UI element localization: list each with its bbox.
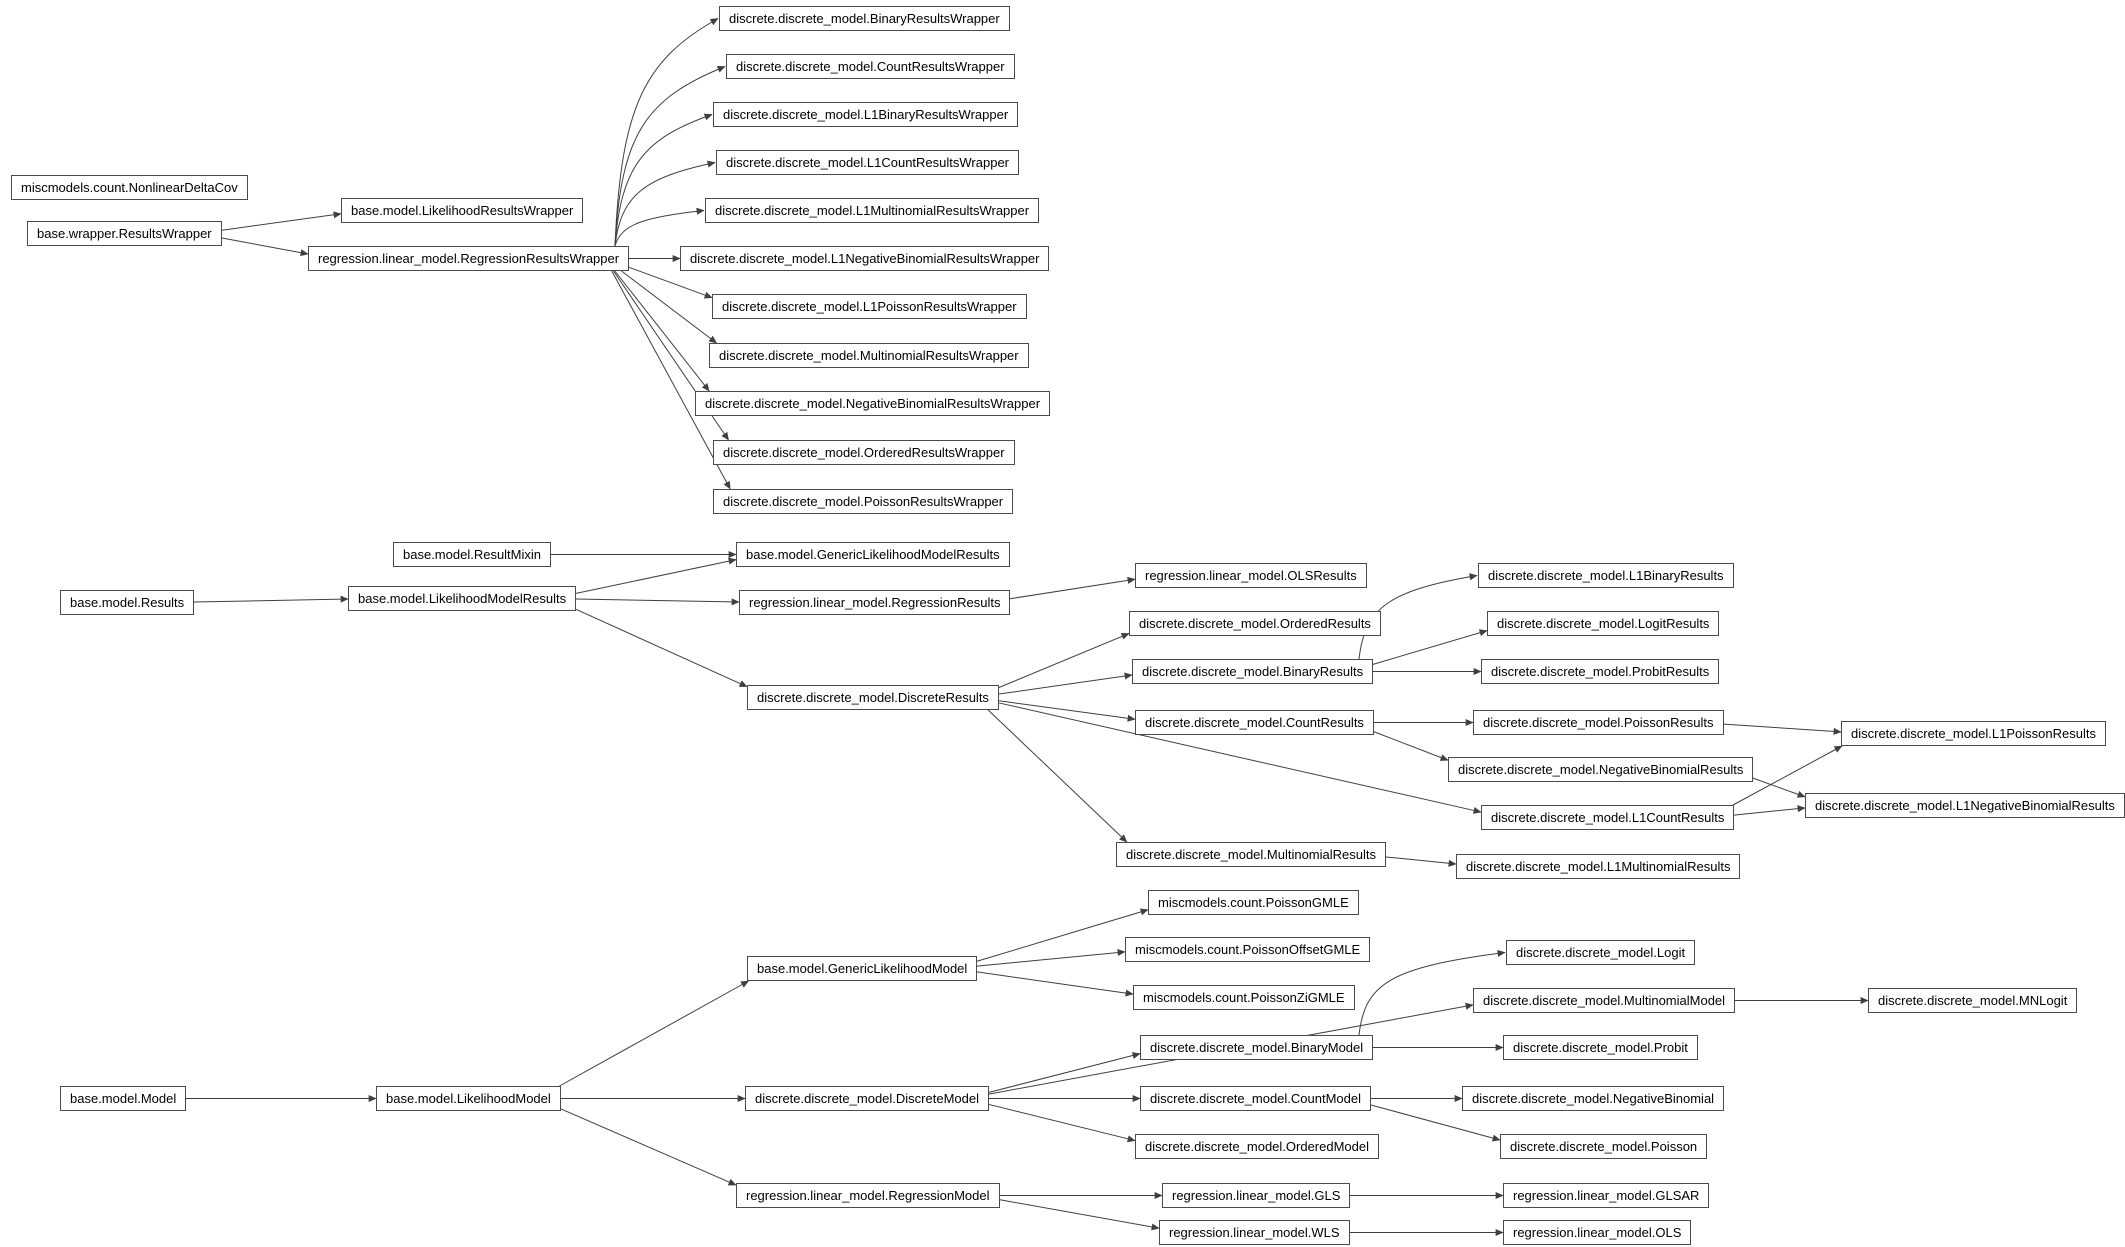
edge-regression-results-wrapper--l1-poisson-results-wrapper [628,266,713,299]
node-multinomial-results[interactable]: discrete.discrete_model.MultinomialResul… [1116,842,1386,867]
edge-discrete-model--binary-model [988,1052,1141,1093]
edge-count-results--negative-binomial-results [1373,731,1449,761]
node-results-wrapper[interactable]: base.wrapper.ResultsWrapper [27,221,222,246]
node-generic-likelihood-model-results[interactable]: base.model.GenericLikelihoodModelResults [736,542,1010,567]
node-count-model[interactable]: discrete.discrete_model.CountModel [1140,1086,1371,1111]
node-l1-binary-results[interactable]: discrete.discrete_model.L1BinaryResults [1478,563,1734,588]
node-l1-poisson-results-wrapper[interactable]: discrete.discrete_model.L1PoissonResults… [712,294,1027,319]
edge-generic-likelihood-model--poisson-gmle [976,908,1149,962]
node-negative-binomial[interactable]: discrete.discrete_model.NegativeBinomial [1462,1086,1725,1111]
edge-discrete-model--ordered-model [988,1103,1136,1143]
node-likelihood-model-results[interactable]: base.model.LikelihoodModelResults [348,586,577,611]
node-poisson-results-wrapper[interactable]: discrete.discrete_model.PoissonResultsWr… [713,489,1014,514]
edge-results-wrapper--regression-results-wrapper [221,237,309,257]
edge-generic-likelihood-model--poisson-offset-gmle [976,949,1126,967]
edge-regression-results--ols-results [1009,576,1136,600]
edge-regression-results-wrapper--l1-count-results-wrapper [614,160,716,247]
node-regression-results[interactable]: regression.linear_model.RegressionResult… [739,590,1011,615]
node-ordered-model[interactable]: discrete.discrete_model.OrderedModel [1135,1134,1379,1159]
node-l1-count-results[interactable]: discrete.discrete_model.L1CountResults [1481,805,1735,830]
edge-likelihood-model-results--generic-likelihood-model-results [575,557,737,594]
node-results[interactable]: base.model.Results [60,590,195,615]
node-binary-results[interactable]: discrete.discrete_model.BinaryResults [1132,659,1374,684]
edge-likelihood-model-results--regression-results [575,598,740,606]
node-l1-multinomial-results[interactable]: discrete.discrete_model.L1MultinomialRes… [1456,854,1741,879]
node-likelihood-results-wrapper[interactable]: base.model.LikelihoodResultsWrapper [341,198,584,223]
node-multinomial-results-wrapper[interactable]: discrete.discrete_model.MultinomialResul… [709,343,1029,368]
node-generic-likelihood-model[interactable]: base.model.GenericLikelihoodModel [747,956,978,981]
node-ordered-results[interactable]: discrete.discrete_model.OrderedResults [1129,611,1381,636]
edge-regression-results-wrapper--l1-binary-results-wrapper [614,113,713,247]
node-nonlinear-delta-cov[interactable]: miscmodels.count.NonlinearDeltaCov [11,175,248,200]
edge-discrete-results--ordered-results [998,633,1130,688]
node-poisson-results[interactable]: discrete.discrete_model.PoissonResults [1473,710,1724,735]
node-poisson-zi-gmle[interactable]: miscmodels.count.PoissonZiGMLE [1133,985,1355,1010]
edge-negative-binomial-results--l1-negative-binomial-results [1752,777,1806,798]
node-probit[interactable]: discrete.discrete_model.Probit [1503,1035,1698,1060]
node-ols[interactable]: regression.linear_model.OLS [1503,1220,1692,1245]
edge-discrete-results--multinomial-results [987,709,1128,843]
edge-discrete-results--count-results [998,700,1136,722]
node-binary-results-wrapper[interactable]: discrete.discrete_model.BinaryResultsWra… [719,6,1010,31]
node-regression-results-wrapper[interactable]: regression.linear_model.RegressionResult… [308,246,630,271]
node-discrete-results[interactable]: discrete.discrete_model.DiscreteResults [747,685,999,710]
node-poisson-offset-gmle[interactable]: miscmodels.count.PoissonOffsetGMLE [1125,937,1371,962]
edge-discrete-results--binary-results [998,672,1133,695]
node-l1-negative-binomial-results[interactable]: discrete.discrete_model.L1NegativeBinomi… [1805,793,2125,818]
edge-generic-likelihood-model--poisson-zi-gmle [976,971,1134,997]
node-count-results-wrapper[interactable]: discrete.discrete_model.CountResultsWrap… [726,54,1015,79]
node-l1-poisson-results[interactable]: discrete.discrete_model.L1PoissonResults [1841,721,2106,746]
edge-regression-results-wrapper--multinomial-results-wrapper [621,270,718,344]
edge-binary-results--logit-results [1372,629,1488,665]
node-mnlogit[interactable]: discrete.discrete_model.MNLogit [1868,988,2078,1013]
node-model[interactable]: base.model.Model [60,1086,187,1111]
node-l1-binary-results-wrapper[interactable]: discrete.discrete_model.L1BinaryResultsW… [713,102,1019,127]
node-ols-results[interactable]: regression.linear_model.OLSResults [1135,563,1367,588]
edge-regression-results-wrapper--binary-results-wrapper [614,18,719,247]
node-logit[interactable]: discrete.discrete_model.Logit [1506,940,1696,965]
edge-multinomial-results--l1-multinomial-results [1385,856,1457,867]
node-logit-results[interactable]: discrete.discrete_model.LogitResults [1487,611,1720,636]
node-poisson[interactable]: discrete.discrete_model.Poisson [1500,1134,1708,1159]
edge-l1-count-results--l1-negative-binomial-results [1733,805,1806,816]
node-multinomial-model[interactable]: discrete.discrete_model.MultinomialModel [1473,988,1736,1013]
node-probit-results[interactable]: discrete.discrete_model.ProbitResults [1481,659,1720,684]
node-likelihood-model[interactable]: base.model.LikelihoodModel [376,1086,561,1111]
node-wls[interactable]: regression.linear_model.WLS [1159,1220,1350,1245]
edge-likelihood-model--regression-model [560,1108,737,1186]
node-l1-multinomial-results-wrapper[interactable]: discrete.discrete_model.L1MultinomialRes… [705,198,1040,223]
node-result-mixin[interactable]: base.model.ResultMixin [393,542,552,567]
node-l1-count-results-wrapper[interactable]: discrete.discrete_model.L1CountResultsWr… [716,150,1020,175]
edge-results--likelihood-model-results [193,595,349,603]
edge-likelihood-model-results--discrete-results [575,608,748,688]
edge-regression-model--wls [999,1199,1160,1231]
node-regression-model[interactable]: regression.linear_model.RegressionModel [736,1183,1000,1208]
node-discrete-model[interactable]: discrete.discrete_model.DiscreteModel [745,1086,989,1111]
node-count-results[interactable]: discrete.discrete_model.CountResults [1135,710,1374,735]
node-negative-binomial-results-wrapper[interactable]: discrete.discrete_model.NegativeBinomial… [695,391,1051,416]
edge-results-wrapper--likelihood-results-wrapper [221,211,342,231]
edge-regression-results-wrapper--l1-multinomial-results-wrapper [614,207,705,247]
node-poisson-gmle[interactable]: miscmodels.count.PoissonGMLE [1148,890,1359,915]
edge-regression-results-wrapper--negative-binomial-results-wrapper [614,270,710,392]
node-gls[interactable]: regression.linear_model.GLS [1162,1183,1351,1208]
node-glsar[interactable]: regression.linear_model.GLSAR [1503,1183,1710,1208]
node-l1-negative-binomial-results-wrapper[interactable]: discrete.discrete_model.L1NegativeBinomi… [680,246,1050,271]
node-negative-binomial-results[interactable]: discrete.discrete_model.NegativeBinomial… [1448,757,1754,782]
edge-likelihood-model--generic-likelihood-model [559,980,750,1087]
node-ordered-results-wrapper[interactable]: discrete.discrete_model.OrderedResultsWr… [713,440,1015,465]
edge-poisson-results--l1-poisson-results [1723,723,1842,735]
node-binary-model[interactable]: discrete.discrete_model.BinaryModel [1140,1035,1374,1060]
